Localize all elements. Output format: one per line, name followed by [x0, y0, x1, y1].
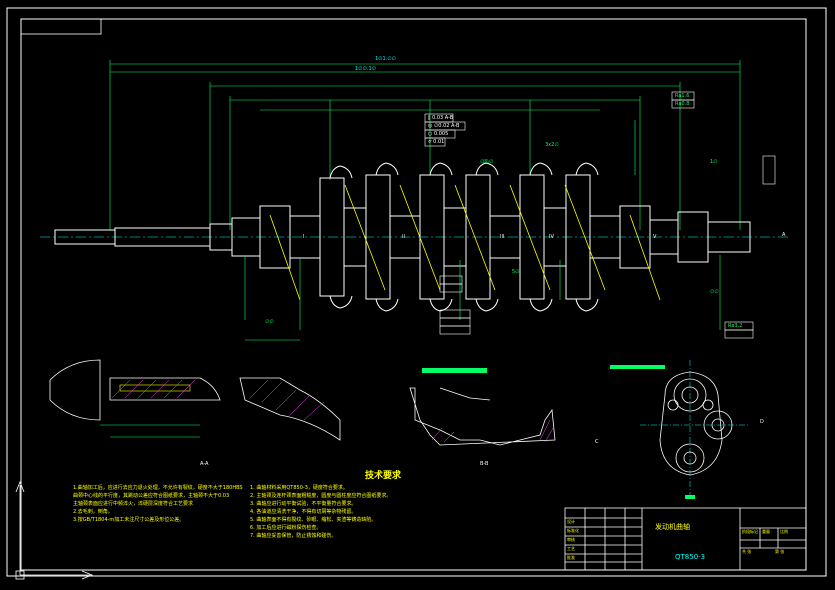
- title-cell-3: 审核: [567, 537, 575, 542]
- note-left-2: 曲颈中心线的平行度，其跳动公差应符合图纸要求，主轴颈不大于0.03: [73, 493, 230, 499]
- title-block: [564, 507, 807, 571]
- title-cell-sheets: 共 张: [742, 549, 752, 554]
- section-a-a: [49, 359, 341, 441]
- note-left-1: 1.曲轴加工后，应进行去应力退火处理，不允许有裂纹，硬度不大于180HBS: [73, 485, 243, 491]
- bottom-dimensions: [244, 255, 721, 341]
- journal-mark-5: V: [653, 234, 657, 240]
- title-block-code: QT850-3: [675, 553, 706, 561]
- datum-axis-letter: A: [782, 232, 786, 238]
- dimension-label-4: ∅.∅: [483, 159, 494, 165]
- top-dimensions: [109, 60, 741, 230]
- note-right-3: 3. 曲轴应进行动平衡试验，不平衡量符合要求。: [250, 501, 357, 507]
- dimension-label-7: ∅∅: [710, 289, 719, 295]
- note-right-2: 2. 主轴颈及连杆颈表面粗糙度，圆度与圆柱度应符合图纸要求。: [250, 493, 392, 499]
- ucs-axis-icon: [15, 480, 94, 580]
- journal-mark-1: I: [303, 234, 305, 240]
- note-right-1: 1. 曲轴材料采用QT850-3，硬度符合要求。: [250, 485, 348, 491]
- section-b-b: [409, 387, 556, 446]
- title-cell-5: 批准: [567, 555, 575, 560]
- end-view-centerlines: [640, 360, 750, 495]
- outer-border: [6, 7, 827, 577]
- inner-border: [20, 18, 807, 571]
- title-cell-4: 工艺: [567, 546, 575, 551]
- dimension-label-5: 5∅: [512, 269, 520, 275]
- notes-right: 1. 曲轴材料采用QT850-3，硬度符合要求。 2. 主轴颈及连杆颈表面粗糙度…: [250, 486, 450, 542]
- note-left-4: 2.去毛刺，倒角。: [73, 509, 113, 515]
- title-cell-stage: 阶段标记: [742, 529, 758, 534]
- title-cell-weight: 重量: [762, 529, 770, 534]
- note-left-5: 3.按GB/T1804-m加工未注尺寸公差及形位公差。: [73, 517, 185, 523]
- note-right-4: 4. 各油道应清洗干净，不得有切屑等杂物残留。: [250, 509, 357, 515]
- note-right-6: 6. 加工后应进行磁粉探伤检查。: [250, 525, 322, 531]
- notes-left: 1.曲轴加工后，应进行去应力退火处理，不允许有裂纹，硬度不大于180HBS 曲颈…: [73, 486, 253, 526]
- dimension-label-1: 3x2∅: [545, 142, 559, 148]
- roughness-mark-3: Ra3.2: [728, 323, 743, 329]
- end-view: [659, 371, 733, 476]
- title-cell-scale: 比例: [780, 529, 788, 534]
- view-label-a-a: A-A: [200, 461, 209, 467]
- title-cell-2: 标准化: [567, 528, 579, 533]
- oil-passages: [269, 184, 661, 301]
- note-right-7: 7. 曲轴应妥善保管，防止锈蚀和碰伤。: [250, 533, 337, 539]
- note-left-3: 主轴颈表面应进行中频淬火，淬硬层深度符合工艺要求: [73, 501, 194, 507]
- view-label-b-b: B-B: [480, 461, 489, 467]
- end-view-green-mark: [685, 495, 695, 499]
- tolerance-frame-4: ⌭ 0.01: [428, 139, 445, 145]
- technical-requirements-heading: 技术要求: [365, 471, 402, 481]
- top-overall-dimension: 1∅1.∅∅: [375, 56, 397, 62]
- dimension-label-3: 1∅: [710, 159, 718, 165]
- view-label-d: D: [760, 419, 764, 425]
- tolerance-frame-1: ∥ 0.03 A-B: [428, 115, 454, 121]
- tolerance-frame-3: ○ 0.005: [428, 131, 449, 137]
- note-right-5: 5. 曲轴表面不得有裂纹、砂眼、缩松、夹渣等铸造缺陷。: [250, 517, 377, 523]
- crankshaft-main: [54, 162, 751, 312]
- end-view-top-bar: [610, 365, 665, 369]
- roughness-mark-1: Ra1.6: [675, 93, 690, 99]
- journal-mark-3: III: [500, 234, 505, 240]
- view-b-bar: [422, 368, 487, 373]
- hatching-a-a: [111, 379, 325, 421]
- journal-mark-4: IV: [549, 234, 554, 240]
- title-block-name: 发动机曲轴: [655, 523, 690, 531]
- dimension-label-2: ∅∅: [480, 159, 489, 165]
- title-cell-sheet: 第 张: [775, 549, 785, 554]
- title-tag-box: [20, 18, 102, 35]
- roughness-mark-2: Ra0.8: [675, 101, 690, 107]
- top-sub-dimension: 1∅∅.1∅: [355, 66, 377, 72]
- view-label-c: C: [595, 439, 599, 445]
- title-cell-1: 设计: [567, 519, 575, 524]
- hatching-b-b: [431, 419, 554, 443]
- tolerance-frames: [424, 91, 776, 339]
- dimension-label-6: ∅∅: [265, 319, 274, 325]
- tolerance-frame-2: ◎ ∅0.02 A-B: [428, 123, 460, 129]
- journal-mark-2: II: [402, 234, 405, 240]
